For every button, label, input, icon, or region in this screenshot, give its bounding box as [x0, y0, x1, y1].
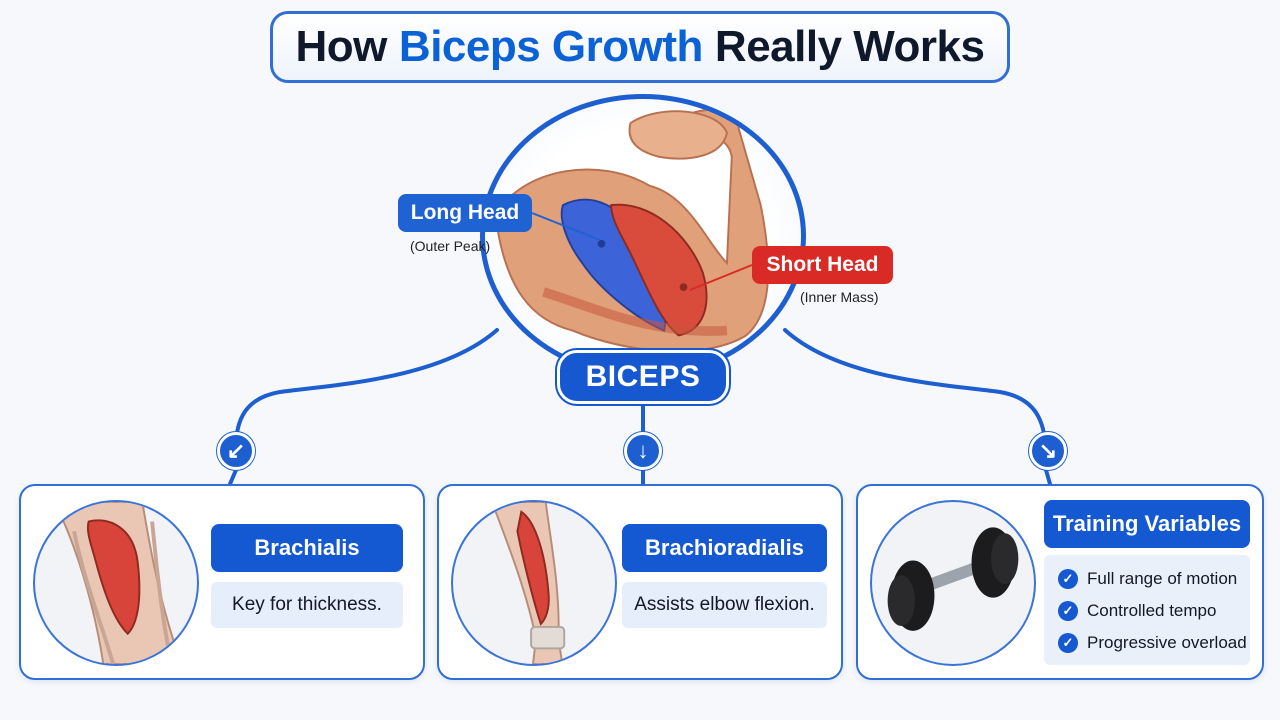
- arrow-down-icon: ↓: [624, 432, 662, 470]
- checklist-item: ✓ Full range of motion: [1058, 563, 1250, 595]
- card-brachialis-desc: Key for thickness.: [211, 582, 403, 628]
- long-head-label: Long Head: [398, 194, 532, 232]
- short-head-label: Short Head: [752, 246, 893, 284]
- check-icon: ✓: [1058, 601, 1078, 621]
- biceps-hero-image: [480, 94, 806, 378]
- title-part1: How: [295, 22, 388, 71]
- arrow-down-right-icon: ↘: [1029, 432, 1067, 470]
- brachialis-thumbnail: [33, 500, 199, 666]
- forearm-muscle-icon: [490, 502, 566, 664]
- checklist-item: ✓ Progressive overload: [1058, 627, 1250, 659]
- check-icon: ✓: [1058, 569, 1078, 589]
- training-checklist: ✓ Full range of motion ✓ Controlled temp…: [1044, 555, 1250, 665]
- title-part3: Really Works: [714, 22, 985, 71]
- card-brachioradialis-title: Brachioradialis: [622, 524, 827, 572]
- check-icon: ✓: [1058, 633, 1078, 653]
- card-brachioradialis-desc: Assists elbow flexion.: [622, 582, 827, 628]
- page-title: How Biceps Growth Really Works: [270, 11, 1010, 83]
- short-head-subtitle: (Inner Mass): [800, 289, 879, 305]
- checklist-item-label: Full range of motion: [1087, 569, 1238, 588]
- card-brachialis: Brachialis Key for thickness.: [19, 484, 425, 680]
- biceps-badge: BICEPS: [557, 350, 729, 404]
- card-brachialis-title: Brachialis: [211, 524, 403, 572]
- checklist-item-label: Controlled tempo: [1087, 601, 1217, 620]
- brachialis-muscle-icon: [53, 502, 183, 664]
- checklist-item-label: Progressive overload: [1087, 633, 1247, 652]
- brachioradialis-thumbnail: [451, 500, 617, 666]
- card-brachioradialis: Brachioradialis Assists elbow flexion.: [437, 484, 843, 680]
- card-training-title: Training Variables: [1044, 500, 1250, 548]
- card-training-variables: Training Variables ✓ Full range of motio…: [856, 484, 1264, 680]
- title-accent: Biceps Growth: [398, 22, 704, 71]
- long-head-subtitle: (Outer Peak): [410, 238, 491, 254]
- dumbbell-icon: [887, 527, 1019, 631]
- checklist-item: ✓ Controlled tempo: [1058, 595, 1250, 627]
- flexed-arm-icon: [494, 108, 770, 353]
- dumbbell-thumbnail: [870, 500, 1036, 666]
- arrow-down-left-icon: ↙: [217, 432, 255, 470]
